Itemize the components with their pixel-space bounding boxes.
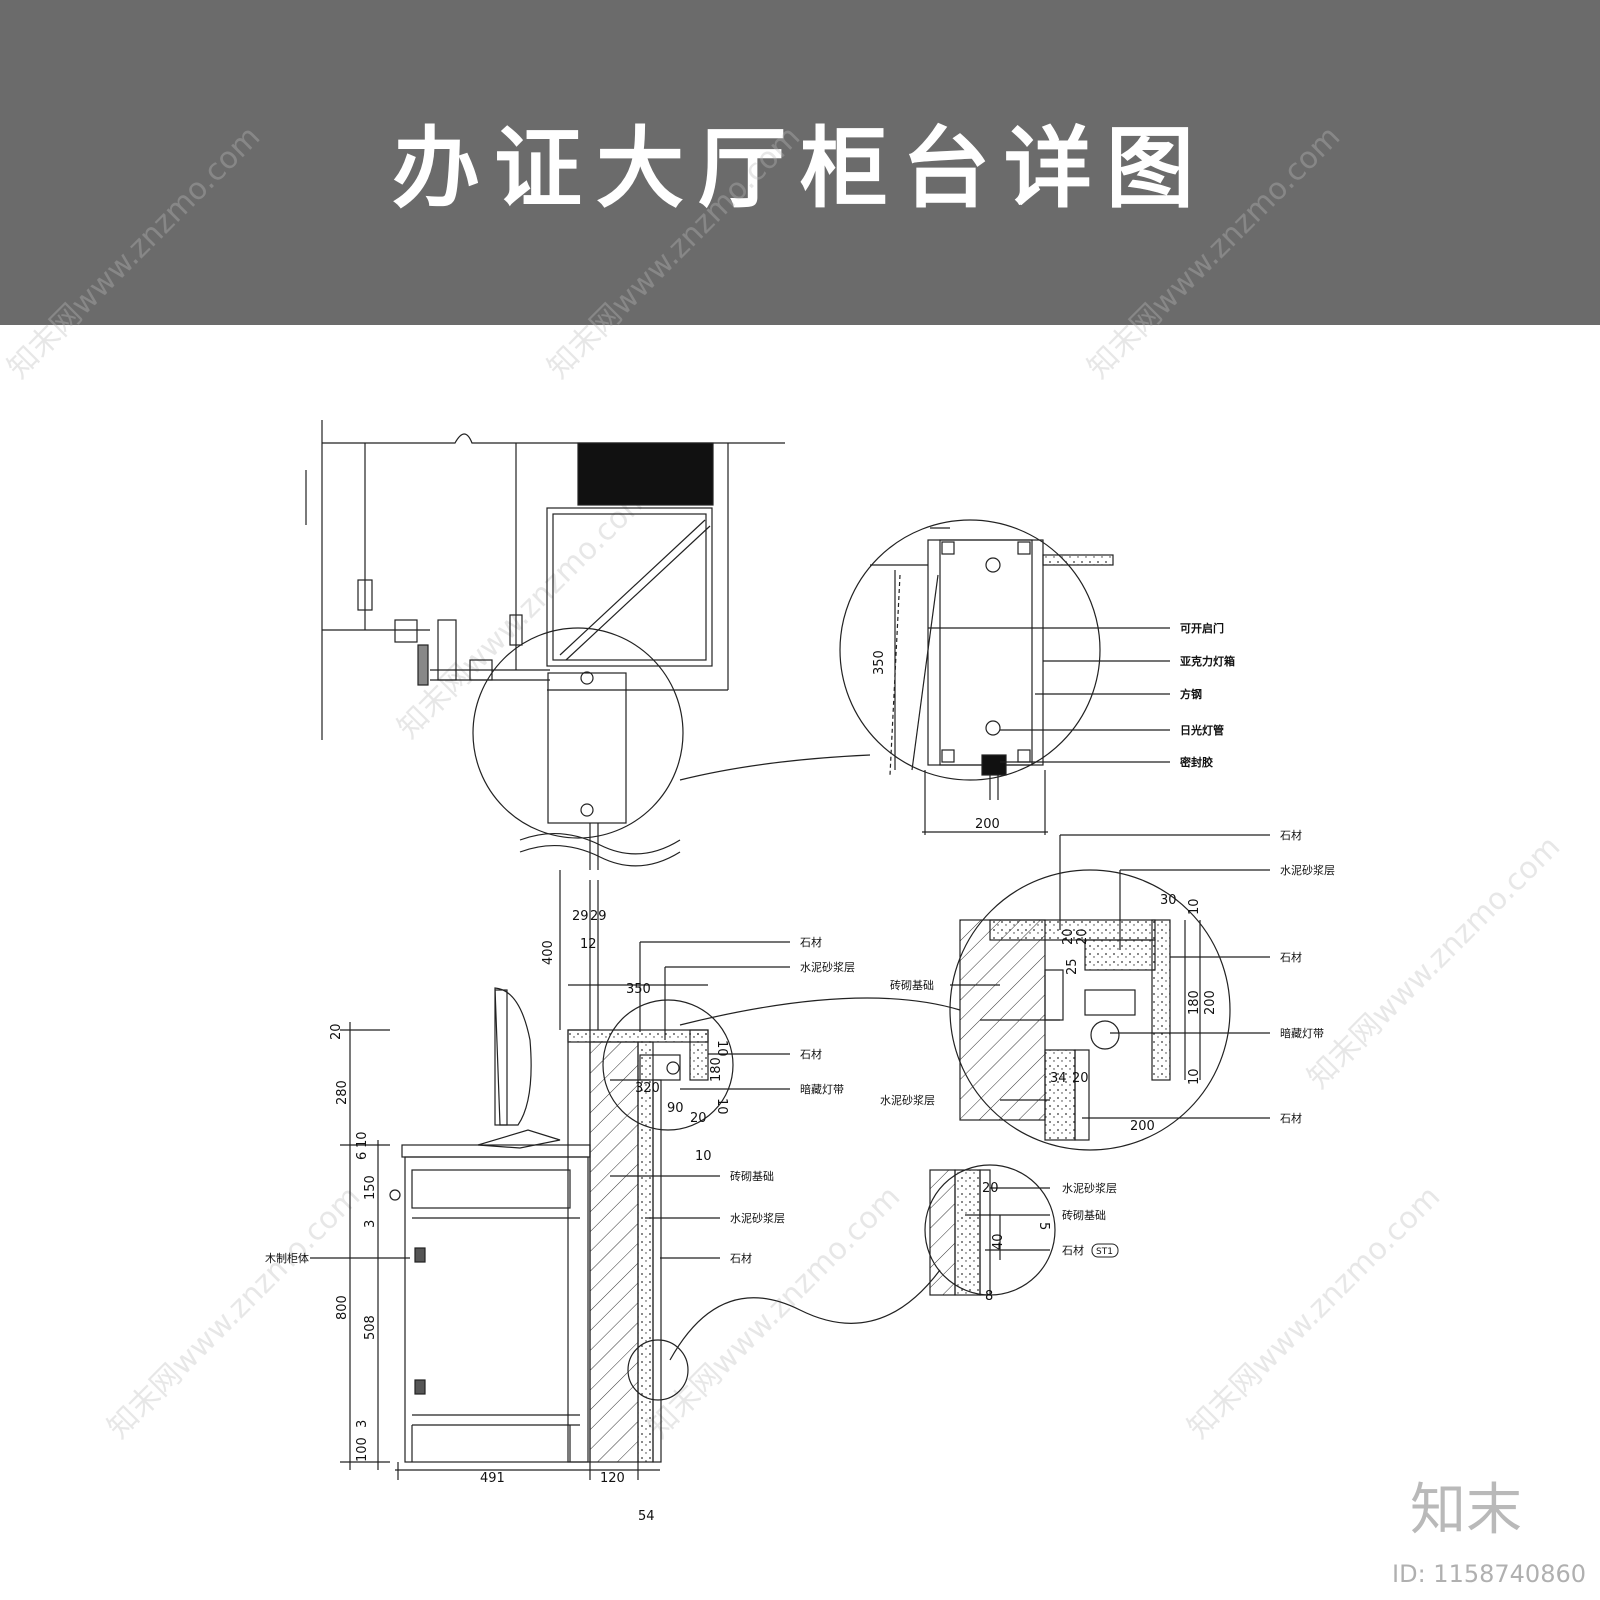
image-id: ID: 1158740860 [1392, 1560, 1586, 1588]
label-wooden-cabinet: 木制柜体 [265, 1251, 309, 1265]
dim-5: 5 [1036, 1222, 1051, 1230]
dim-40: 40 [991, 1233, 1006, 1250]
dim-200: 200 [1203, 990, 1218, 1015]
dim-20: 20 [1061, 928, 1076, 945]
wall-layer-callout [669, 997, 1056, 1361]
dim-25: 25 [1065, 958, 1080, 975]
dim-200: 200 [975, 817, 1000, 832]
dim-120: 120 [600, 1471, 625, 1486]
wall-layer-labels: 水泥砂浆层 砖砌基础 石材 ST1 20 5 40 8 [982, 1181, 1119, 1304]
watermarks: 知末网www.znzmo.com 知末网www.znzmo.com 知末网www… [1, 119, 1567, 1445]
dim-180: 180 [1187, 990, 1202, 1015]
dim-491: 491 [480, 1471, 505, 1486]
dim-3: 3 [355, 1420, 370, 1428]
dim-200: 200 [1130, 1119, 1155, 1134]
counter-top-labels: 石材 水泥砂浆层 石材 砖砌基础 暗藏灯带 水泥砂浆层 石材 30 20 20 … [880, 828, 1335, 1134]
counter-section-labels: 石材 水泥砂浆层 石材 暗藏灯带 砖砌基础 水泥砂浆层 石材 木制柜体 29 2… [265, 909, 855, 1524]
label-hidden-led: 暗藏灯带 [800, 1082, 844, 1096]
dim-10: 10 [695, 1149, 712, 1164]
label-hidden-led: 暗藏灯带 [1280, 1026, 1324, 1040]
dim-34: 34 [1050, 1071, 1067, 1086]
dim-10: 10 [714, 1040, 729, 1057]
label-stone: 石材 [730, 1251, 752, 1265]
label-cement-mortar: 水泥砂浆层 [880, 1093, 935, 1107]
dim-400: 400 [541, 940, 556, 965]
dim-6: 6 [355, 1152, 370, 1160]
dim-12: 12 [580, 937, 597, 952]
dim-3: 3 [363, 1220, 378, 1228]
label-cement-mortar: 水泥砂浆层 [730, 1211, 785, 1225]
counter-section [310, 870, 790, 1480]
dim-280: 280 [335, 1080, 350, 1105]
dim-29: 29 [590, 909, 607, 924]
watermark: 知末网www.znzmo.com [1301, 829, 1567, 1095]
label-brick-foundation: 砖砌基础 [890, 978, 934, 992]
dim-20: 20 [329, 1023, 344, 1040]
page-title: 办证大厅柜台详图 [391, 117, 1208, 220]
label-acrylic-lightbox: 亚克力灯箱 [1180, 654, 1235, 668]
dim-29: 29 [572, 909, 589, 924]
label-square-steel: 方钢 [1180, 687, 1202, 701]
dim-320: 320 [635, 1081, 660, 1096]
label-cement-mortar: 水泥砂浆层 [1280, 863, 1335, 877]
dim-8: 8 [985, 1289, 993, 1304]
watermark: 知末网www.znzmo.com [541, 119, 807, 385]
label-openable-door: 可开启门 [1180, 621, 1224, 635]
dim-508: 508 [363, 1315, 378, 1340]
brand-logo-text: 知末 [1410, 1478, 1522, 1543]
label-brick-foundation: 砖砌基础 [1062, 1208, 1106, 1222]
counter-top-callout [949, 834, 1270, 1151]
dim-350: 350 [872, 650, 887, 675]
label-fluorescent-tube: 日光灯管 [1180, 723, 1224, 737]
dim-10: 10 [1187, 1068, 1202, 1085]
dim-10: 10 [714, 1098, 729, 1115]
label-brick-foundation: 砖砌基础 [730, 1169, 774, 1183]
title-banner: 办证大厅柜台详图 [0, 0, 1600, 325]
label-stone: 石材 [800, 935, 822, 949]
material-tag-st1: ST1 [1096, 1247, 1113, 1257]
dim-20: 20 [1072, 1071, 1089, 1086]
ceiling-section [305, 420, 871, 870]
label-stone: 石材 [1280, 828, 1302, 842]
dim-10: 10 [355, 1131, 370, 1148]
dim-20: 20 [1075, 928, 1090, 945]
light-box-labels: 可开启门 亚克力灯箱 方钢 日光灯管 密封胶 350 200 [872, 621, 1235, 832]
dim-180: 180 [709, 1057, 724, 1082]
dim-350: 350 [626, 982, 651, 997]
label-cement-mortar: 水泥砂浆层 [1062, 1181, 1117, 1195]
label-sealant: 密封胶 [1180, 755, 1213, 769]
dim-54: 54 [638, 1509, 655, 1524]
dim-20: 20 [982, 1181, 999, 1196]
watermark: 知末网www.znzmo.com [1, 119, 267, 385]
label-stone: 石材 [1062, 1243, 1084, 1257]
watermark: 知末网www.znzmo.com [101, 1179, 367, 1445]
dim-100: 100 [355, 1437, 370, 1462]
label-cement-mortar: 水泥砂浆层 [800, 960, 855, 974]
dim-800: 800 [335, 1295, 350, 1320]
dim-30: 30 [1160, 893, 1177, 908]
label-stone: 石材 [800, 1047, 822, 1061]
watermark: 知末网www.znzmo.com [1181, 1179, 1447, 1445]
label-stone: 石材 [1280, 1111, 1302, 1125]
light-box-callout [839, 519, 1170, 835]
label-stone: 石材 [1280, 950, 1302, 964]
dim-10: 10 [1187, 898, 1202, 915]
dim-90: 90 [667, 1101, 684, 1116]
dim-20: 20 [690, 1111, 707, 1126]
watermark: 知末网www.znzmo.com [1081, 119, 1347, 385]
dim-150: 150 [363, 1175, 378, 1200]
